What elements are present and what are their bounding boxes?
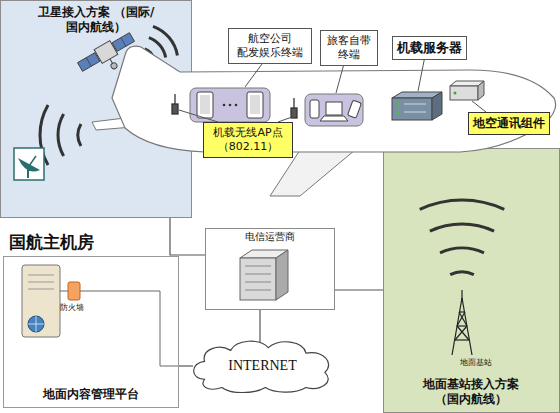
firewall-label: 防火墙 [60, 302, 84, 313]
ground-station-panel: 地面基站接入方案 （国内航线） [383, 148, 560, 413]
wave-arc [58, 114, 64, 156]
ap-antennas [172, 94, 297, 118]
node-label: INTERNET [228, 357, 296, 375]
host-server [22, 265, 60, 337]
internet-cloud: INTERNET [190, 338, 335, 393]
callout-box: 机载服务器 [392, 36, 467, 60]
callout-box: 地空通讯组件 [468, 112, 550, 135]
carrier-box: 电信运营商 [205, 228, 335, 310]
node-label: 机载无线AP点 （802.11） [208, 126, 288, 154]
node-label: 地空通讯组件 [473, 116, 545, 131]
wave-arc [440, 248, 484, 253]
airplane [92, 46, 556, 196]
station-label: 地面基站 [460, 357, 492, 368]
node-label: 地面基站接入方案 （国内航线） [408, 377, 534, 407]
ground-tower [452, 290, 472, 355]
node-label: 机载服务器 [397, 40, 462, 56]
host-room-border [3, 256, 179, 408]
node-label: 旅客自带 终端 [325, 34, 373, 62]
server-rack [392, 92, 442, 120]
connector-line [170, 218, 205, 255]
node-label: 航空公司 配发娱乐终端 [233, 32, 307, 60]
firewall-icon [60, 282, 179, 366]
node-label: 卫星接入方案 （国际/国内航线） [33, 5, 159, 35]
wave-arc [78, 124, 81, 146]
carrier-building [240, 250, 288, 300]
air-ground-unit [450, 81, 484, 100]
satellite-panel: 卫星接入方案 （国际/国内航线） [0, 0, 192, 218]
callout-box: 航空公司 配发娱乐终端 [228, 28, 312, 64]
host-room-box: 国航主机房地面内容管理平台 [3, 232, 179, 410]
wave-arc [450, 272, 474, 275]
wave-arc [430, 224, 494, 231]
connector-line [259, 310, 260, 342]
callout-leaders [179, 56, 486, 122]
callout-box: 机载无线AP点 （802.11） [203, 122, 293, 158]
node-body: 地面内容管理平台 [3, 387, 179, 402]
ground-station-panel-ground [384, 149, 560, 413]
connector-line [335, 289, 383, 290]
node-label: 国航主机房 [9, 232, 94, 253]
wave-arc [420, 200, 505, 209]
satellite-dish [14, 148, 44, 180]
callout-box: 旅客自带 终端 [320, 30, 378, 66]
wave-arc [153, 26, 177, 55]
connector-line [179, 365, 193, 366]
passenger-devices [305, 94, 363, 126]
node-label: 电信运营商 [206, 231, 334, 244]
